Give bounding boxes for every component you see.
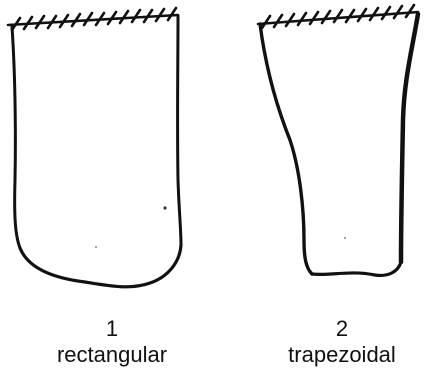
figure-1-label: rectangular (32, 342, 192, 368)
rectangular-top-hatching (8, 8, 178, 30)
figure-2-label: trapezoidal (262, 342, 422, 368)
trapezoidal-bottom (312, 262, 401, 275)
speck (95, 246, 97, 248)
trapezoidal-right-wall (401, 14, 418, 262)
rectangular-right-wall (178, 16, 181, 245)
trapezoidal-left-wall (260, 24, 312, 274)
speck (163, 206, 166, 209)
figure-2-caption: 2 trapezoidal (262, 316, 422, 368)
trapezoidal-shape (258, 5, 418, 275)
rectangular-left-wall (12, 27, 20, 248)
figure-1-caption: 1 rectangular (32, 316, 192, 368)
rectangular-shape (8, 8, 181, 287)
figure-1-number: 1 (32, 316, 192, 342)
figure-2-number: 2 (262, 316, 422, 342)
speck (344, 237, 346, 239)
trapezoidal-top-hatching (258, 5, 418, 28)
rectangular-bottom (20, 245, 181, 287)
